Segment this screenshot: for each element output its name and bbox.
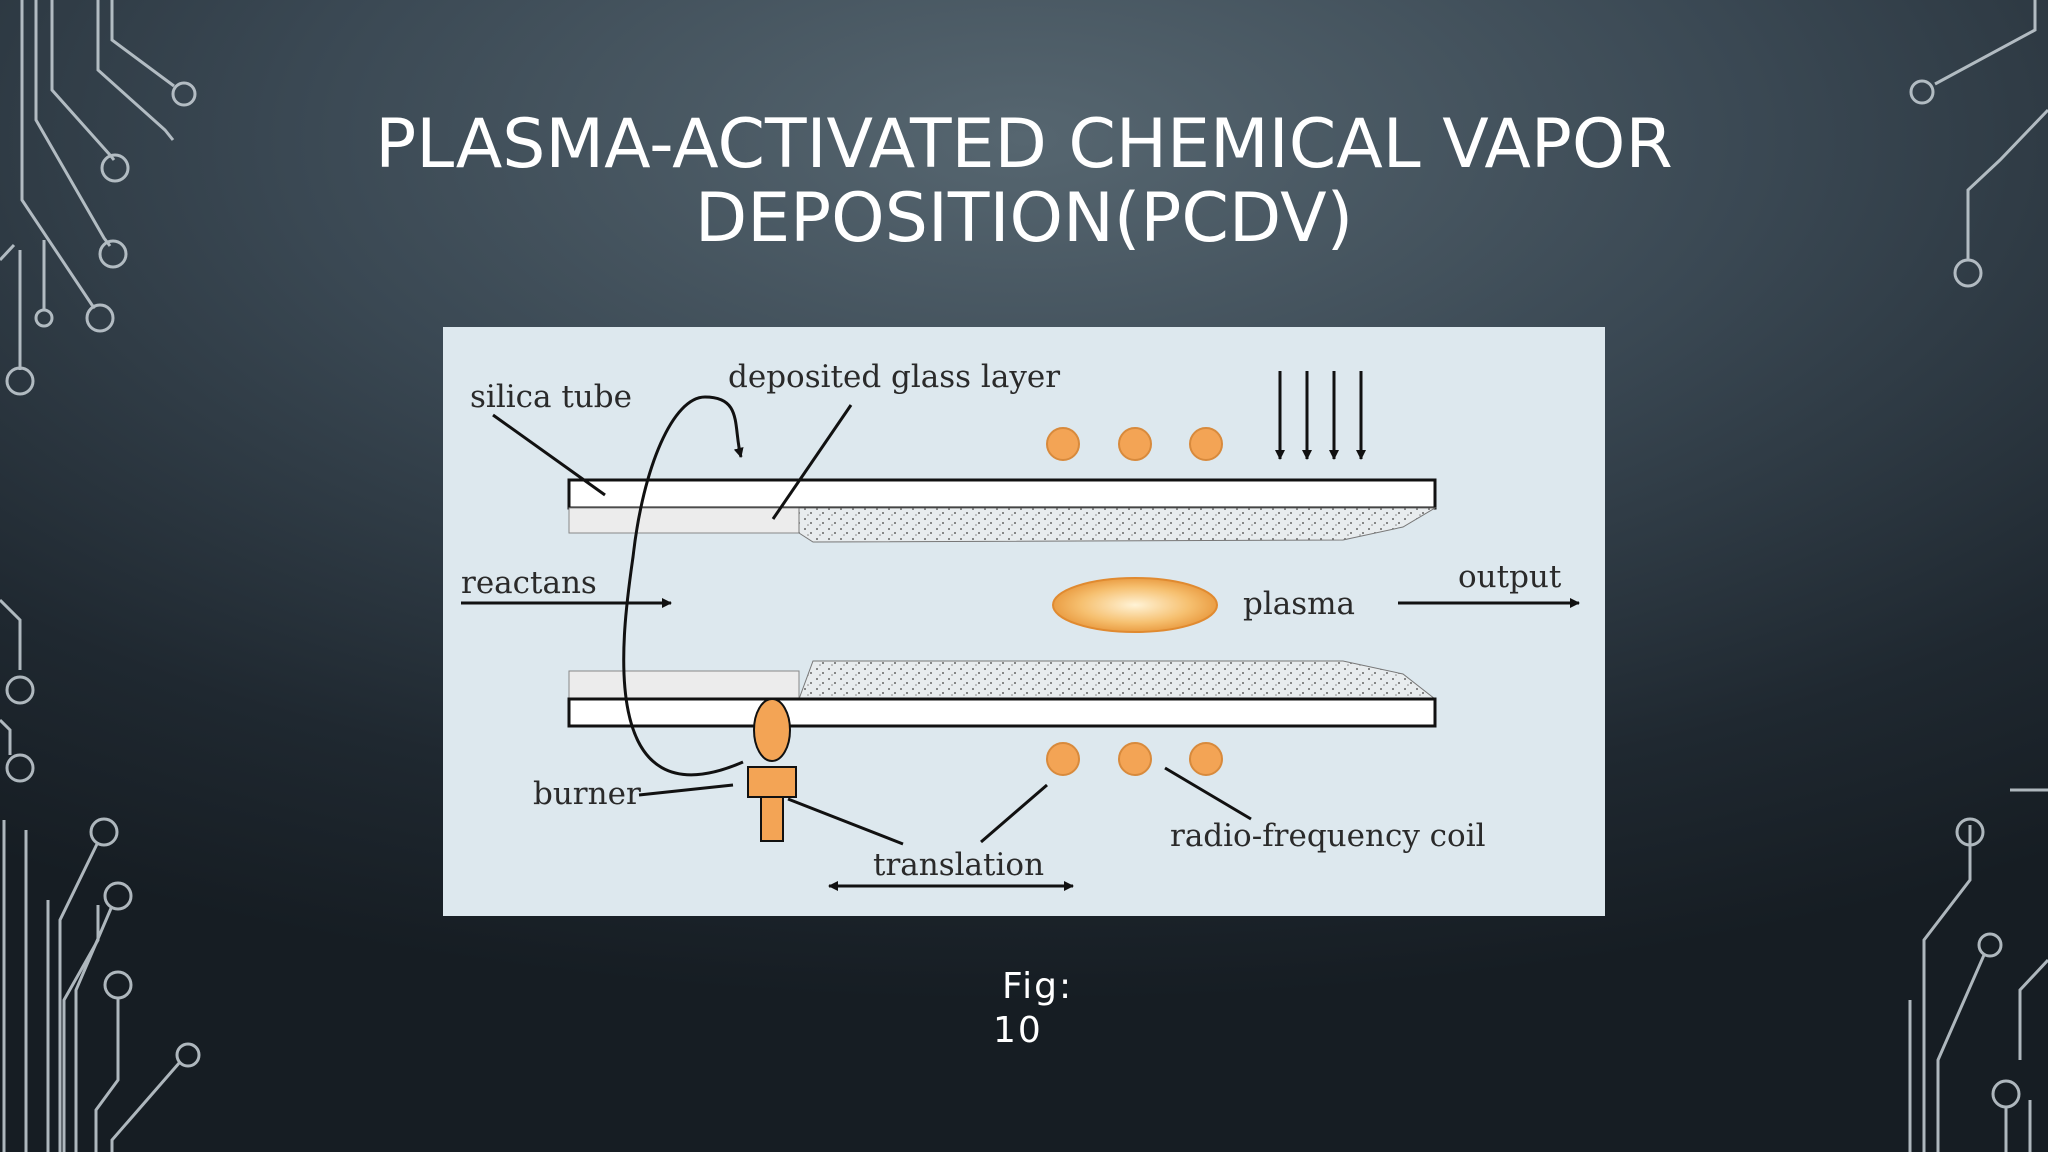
pcvd-diagram: silica tube deposited glass layer reacta… xyxy=(443,327,1605,916)
rf-coil-turn xyxy=(1118,427,1152,461)
burner-stem xyxy=(760,796,784,842)
upper-deposited-layer xyxy=(798,507,1437,543)
label-reactans: reactans xyxy=(461,565,597,601)
label-plasma: plasma xyxy=(1243,586,1355,622)
label-deposited-glass-layer: deposited glass layer xyxy=(728,359,1060,395)
label-rf-coil: radio-frequency coil xyxy=(1170,818,1486,854)
plasma-ellipse xyxy=(1052,577,1218,633)
burner-flame xyxy=(753,698,791,762)
rf-coil-turn xyxy=(1118,742,1152,776)
rf-coil-pointer xyxy=(1164,766,1252,821)
slide-title-line-1: PLASMA-ACTIVATED CHEMICAL VAPOR xyxy=(375,105,1673,184)
burner-head xyxy=(747,766,797,798)
translation-pointer-coil xyxy=(980,783,1048,844)
rf-coil-turn xyxy=(1189,427,1223,461)
translation-pointer-burner xyxy=(787,797,904,846)
slide-title-line-2: DEPOSITION(PCDV) xyxy=(694,179,1354,258)
figure-caption: Fig: 10 xyxy=(993,965,1073,1053)
silica-tube-pointer xyxy=(492,413,606,497)
translation-loop-arrow xyxy=(622,395,744,777)
label-silica-tube: silica tube xyxy=(470,379,632,415)
deposited-layer-pointer xyxy=(771,404,853,520)
upper-tube-wall xyxy=(567,478,1437,510)
lower-tube-inner xyxy=(568,670,800,700)
burner-pointer xyxy=(638,783,734,797)
caption-line-2: 10 xyxy=(993,1010,1043,1051)
downward-arrows xyxy=(1275,371,1366,460)
lower-deposited-layer xyxy=(798,660,1437,700)
label-output: output xyxy=(1458,559,1562,595)
caption-line-1: Fig: xyxy=(1002,966,1074,1007)
rf-coil-turn xyxy=(1046,427,1080,461)
slide-title: PLASMA-ACTIVATED CHEMICAL VAPOR DEPOSITI… xyxy=(200,108,1848,256)
rf-coil-turn xyxy=(1046,742,1080,776)
rf-coil-turn xyxy=(1189,742,1223,776)
lower-tube-wall xyxy=(567,697,1437,728)
label-translation: translation xyxy=(873,847,1044,883)
pcvd-diagram-svg: silica tube deposited glass layer reacta… xyxy=(461,359,1580,891)
label-burner: burner xyxy=(533,776,641,812)
